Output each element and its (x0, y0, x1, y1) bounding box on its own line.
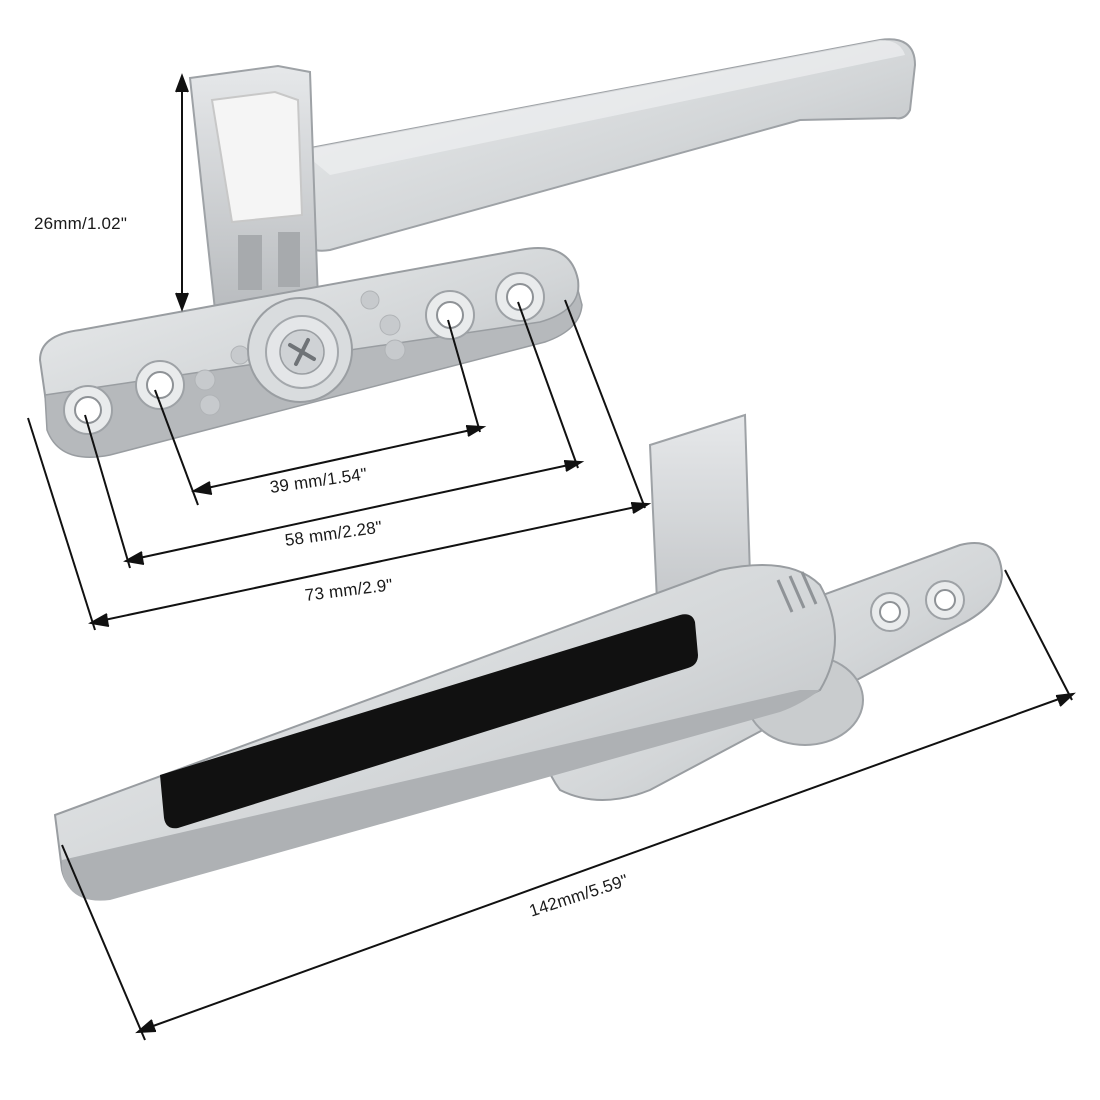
spacing-39-dimension-line (191, 425, 487, 495)
center-screw (247, 297, 353, 403)
nylon-block (210, 90, 304, 224)
grip-insert (160, 614, 698, 829)
length-142-dimension-line (61, 569, 1076, 1041)
top-handle (38, 38, 917, 458)
bottom-handle (53, 413, 1004, 901)
top-mounting-holes (63, 272, 545, 435)
height-dimension-line (175, 73, 189, 312)
length-73-dimension-line (88, 502, 652, 627)
spacing-58-dimension-line (123, 460, 585, 565)
height-dimension-label: 26mm/1.02" (34, 214, 128, 233)
grip-ridges (776, 571, 818, 613)
dimension-lines (27, 73, 1076, 1041)
